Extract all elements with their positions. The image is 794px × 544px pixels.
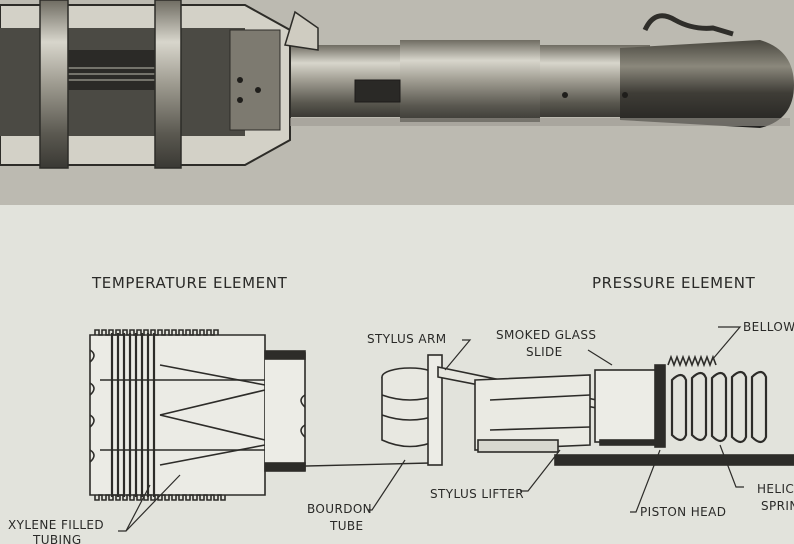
label-bellows: BELLOWS: [743, 320, 794, 334]
label-smoked-glass-line1: SMOKED GLASS: [496, 328, 597, 342]
helical-spring: [670, 370, 768, 444]
pressure-element-heading: PRESSURE ELEMENT: [592, 274, 756, 292]
instrument-photograph: [0, 0, 794, 205]
smoked-glass-slide: [474, 374, 591, 451]
temp-housing: [89, 334, 266, 496]
label-xylene-line1: XYLENE FILLED: [8, 518, 105, 532]
label-xylene-line2: TUBING: [33, 533, 82, 544]
label-stylus-arm: STYLUS ARM: [367, 332, 447, 346]
label-helical-line1: HELICAL: [757, 482, 794, 496]
tube-collar: [400, 40, 540, 122]
instrument-photo-drawing: [0, 0, 794, 205]
strap-2: [154, 0, 182, 169]
piston-head: [654, 364, 666, 448]
label-helical-line2: SPRING: [761, 499, 794, 513]
label-stylus-lifter: STYLUS LIFTER: [430, 487, 524, 501]
cutaway-diagram: TEMPERATURE ELEMENT PRESSURE ELEMENT STY…: [0, 205, 794, 544]
leader-lines: [118, 326, 744, 532]
base-plate: [554, 454, 794, 466]
label-smoked-glass-line2: SLIDE: [526, 345, 563, 359]
label-bourdon-line2: TUBE: [330, 519, 364, 533]
pressure-element: [381, 354, 794, 466]
stylus-lifter: [477, 439, 559, 453]
label-piston-head: PISTON HEAD: [640, 505, 727, 519]
strap-1: [39, 0, 69, 169]
shackle: [642, 13, 734, 37]
bellows-end: [620, 40, 794, 128]
temperature-element-heading: TEMPERATURE ELEMENT: [92, 274, 288, 292]
bourdon-tube: [427, 354, 443, 466]
xylene-tubing-coils: [110, 333, 156, 497]
label-bourdon-line1: BOURDON: [307, 502, 373, 516]
diagram-drawing: [89, 326, 794, 532]
bellows-corrugation: [667, 354, 717, 368]
temperature-element: [89, 329, 431, 501]
